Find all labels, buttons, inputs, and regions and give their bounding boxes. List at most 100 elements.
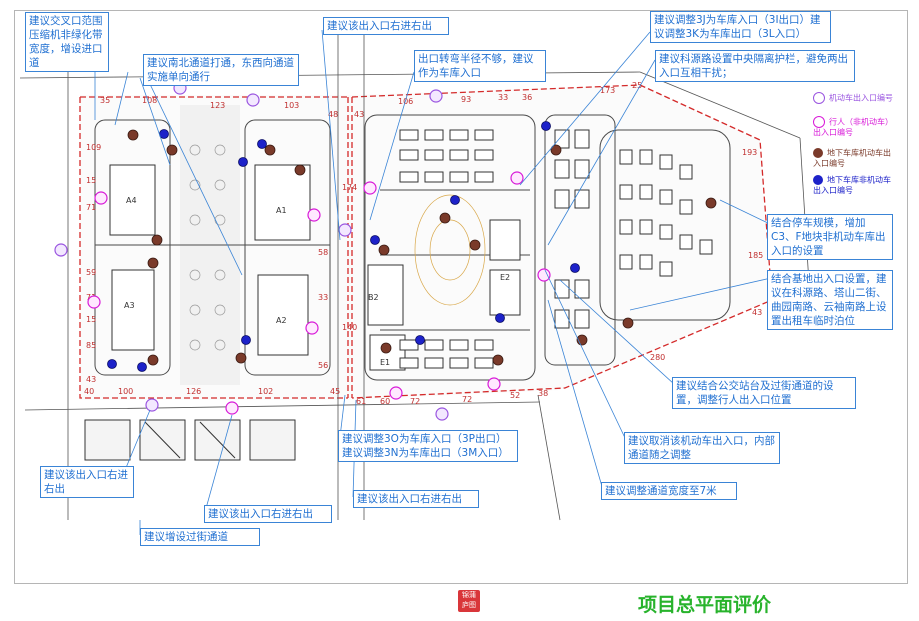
brown-filled-marker-icon — [813, 148, 823, 158]
dimension-label: 40 — [84, 387, 94, 396]
dimension-label: 102 — [258, 387, 273, 396]
dimension-label: 35 — [100, 96, 110, 105]
annotation-bicycle-garage-c3-f: 结合停车规模，增加C3、F地块非机动车库出入口的设置 — [767, 214, 893, 260]
vehicle-entrance-marker — [145, 398, 159, 412]
entrance-markers — [54, 81, 717, 421]
annotation-taxi-parking: 结合基地出入口设置，建议在科源路、塔山二街、曲园南路、云袖南路上设置出租车临时泊… — [767, 270, 893, 330]
dimension-label: 56 — [318, 361, 328, 370]
garage-bicycle-entrance-marker — [257, 139, 267, 149]
dimension-label: 85 — [86, 341, 96, 350]
block-label: E1 — [380, 358, 390, 367]
dimension-label: 38 — [538, 389, 548, 398]
vehicle-entrance-marker — [246, 93, 260, 107]
legend-label: 行人（非机动车）出入口编号 — [813, 117, 893, 138]
navy-filled-marker-icon — [813, 175, 823, 185]
pedestrian-entrance-marker — [510, 171, 524, 185]
dimension-label: 43 — [354, 110, 364, 119]
garage-vehicle-entrance-marker — [492, 354, 504, 366]
dimension-label: 174 — [342, 183, 357, 192]
block-label: E2 — [500, 273, 510, 282]
south-buildings — [84, 419, 296, 461]
magenta-ring-marker-icon — [813, 116, 825, 128]
dimension-label: 43 — [752, 308, 762, 317]
dimension-label: 280 — [650, 353, 665, 362]
dimension-label: 52 — [510, 391, 520, 400]
garage-vehicle-entrance-marker — [127, 129, 139, 141]
annotation-intersection-widening: 建议交叉口范围压缩机非绿化带宽度，增设进口道 — [25, 12, 109, 72]
garage-vehicle-entrance-marker — [264, 144, 276, 156]
garage-bicycle-entrance-marker — [541, 121, 551, 131]
dimension-label: 33 — [318, 293, 328, 302]
annotation-turn-radius: 出口转弯半径不够，建议作为车库入口 — [414, 50, 546, 82]
property-boundary — [79, 84, 773, 399]
pedestrian-entrance-marker — [363, 181, 377, 195]
dimension-label: 15 — [86, 315, 96, 324]
dimension-label: 60 — [380, 397, 390, 406]
garage-vehicle-entrance-marker — [622, 317, 634, 329]
vehicle-entrance-marker — [54, 243, 68, 257]
pedestrian-entrance-marker — [307, 208, 321, 222]
dimension-label: 173 — [600, 86, 615, 95]
garage-bicycle-entrance-marker — [238, 157, 248, 167]
block-label: A1 — [276, 206, 287, 215]
page-title: 项目总平面评价 — [638, 594, 772, 616]
garage-vehicle-entrance-marker — [147, 257, 159, 269]
annotation-cancel-entrance: 建议取消该机动车出入口，内部通道随之调整 — [624, 432, 780, 464]
dimension-label: 71 — [86, 203, 96, 212]
block-label: A3 — [124, 301, 135, 310]
annotation-right-in-right-out-top: 建议该出入口右进右出 — [323, 17, 449, 35]
garage-vehicle-entrance-marker — [378, 244, 390, 256]
legend-item-vehicle: 机动车出入口编号 — [813, 92, 903, 104]
annotation-median-barrier: 建议科源路设置中央隔离护栏，避免两出入口互相干扰； — [655, 50, 855, 82]
block-label: B2 — [368, 293, 379, 302]
pedestrian-entrance-marker — [225, 401, 239, 415]
internal-roads — [94, 114, 731, 381]
garage-bicycle-entrance-marker — [159, 129, 169, 139]
garage-vehicle-entrance-marker — [469, 239, 481, 251]
dimension-label: 58 — [318, 248, 328, 257]
pedestrian-entrance-marker — [487, 377, 501, 391]
red-seal-stamp: 锦蒲庐图 — [458, 590, 480, 612]
garage-bicycle-entrance-marker — [241, 335, 251, 345]
garage-vehicle-entrance-marker — [380, 342, 392, 354]
garage-vehicle-entrance-marker — [151, 234, 163, 246]
garage-bicycle-entrance-marker — [415, 335, 425, 345]
annotation-north-south-passage: 建议南北通道打通，东西向通道实施单向通行 — [143, 54, 299, 86]
dimension-label: 109 — [86, 143, 101, 152]
dimension-label: 72 — [410, 397, 420, 406]
vehicle-entrance-marker — [429, 89, 443, 103]
pedestrian-entrance-marker — [94, 191, 108, 205]
garage-bicycle-entrance-marker — [450, 195, 460, 205]
pedestrian-entrance-marker — [305, 321, 319, 335]
dimension-label: 100 — [118, 387, 133, 396]
vehicle-entrance-marker — [338, 223, 352, 237]
dimension-label: 108 — [142, 96, 157, 105]
pedestrian-entrance-marker — [537, 268, 551, 282]
dimension-label: 15 — [86, 176, 96, 185]
annotation-right-in-right-out-bottom-left: 建议该出入口右进右出 — [204, 505, 332, 523]
dimension-label: 193 — [742, 148, 757, 157]
pedestrian-entrance-marker — [87, 295, 101, 309]
garage-vehicle-entrance-marker — [294, 164, 306, 176]
dimension-label: 61 — [356, 397, 366, 406]
dimension-label: 45 — [330, 387, 340, 396]
annotation-add-crossing: 建议增设过街通道 — [140, 528, 260, 546]
dimension-label: 103 — [284, 101, 299, 110]
legend-label: 机动车出入口编号 — [829, 93, 893, 103]
buildings — [109, 129, 713, 371]
legend-item-garage-vehicle: 地下车库机动车出入口编号 — [813, 148, 893, 169]
dimension-label: 123 — [210, 101, 225, 110]
block-labels: A4 A1 A3 A2 B2 E1 E2 — [124, 196, 510, 367]
garage-vehicle-entrance-marker — [235, 352, 247, 364]
vehicle-entrance-marker — [435, 407, 449, 421]
dimension-label: 36 — [522, 93, 532, 102]
garage-vehicle-entrance-marker — [550, 144, 562, 156]
garage-bicycle-entrance-marker — [107, 359, 117, 369]
legend-item-garage-bicycle: 地下车库非机动车出入口编号 — [813, 175, 898, 196]
dimension-label: 33 — [498, 93, 508, 102]
garage-bicycle-entrance-marker — [570, 263, 580, 273]
dimension-label: 25 — [632, 81, 642, 90]
annotation-passage-width: 建议调整通道宽度至7米 — [601, 482, 737, 500]
legend-label: 地下车库机动车出入口编号 — [813, 148, 891, 168]
